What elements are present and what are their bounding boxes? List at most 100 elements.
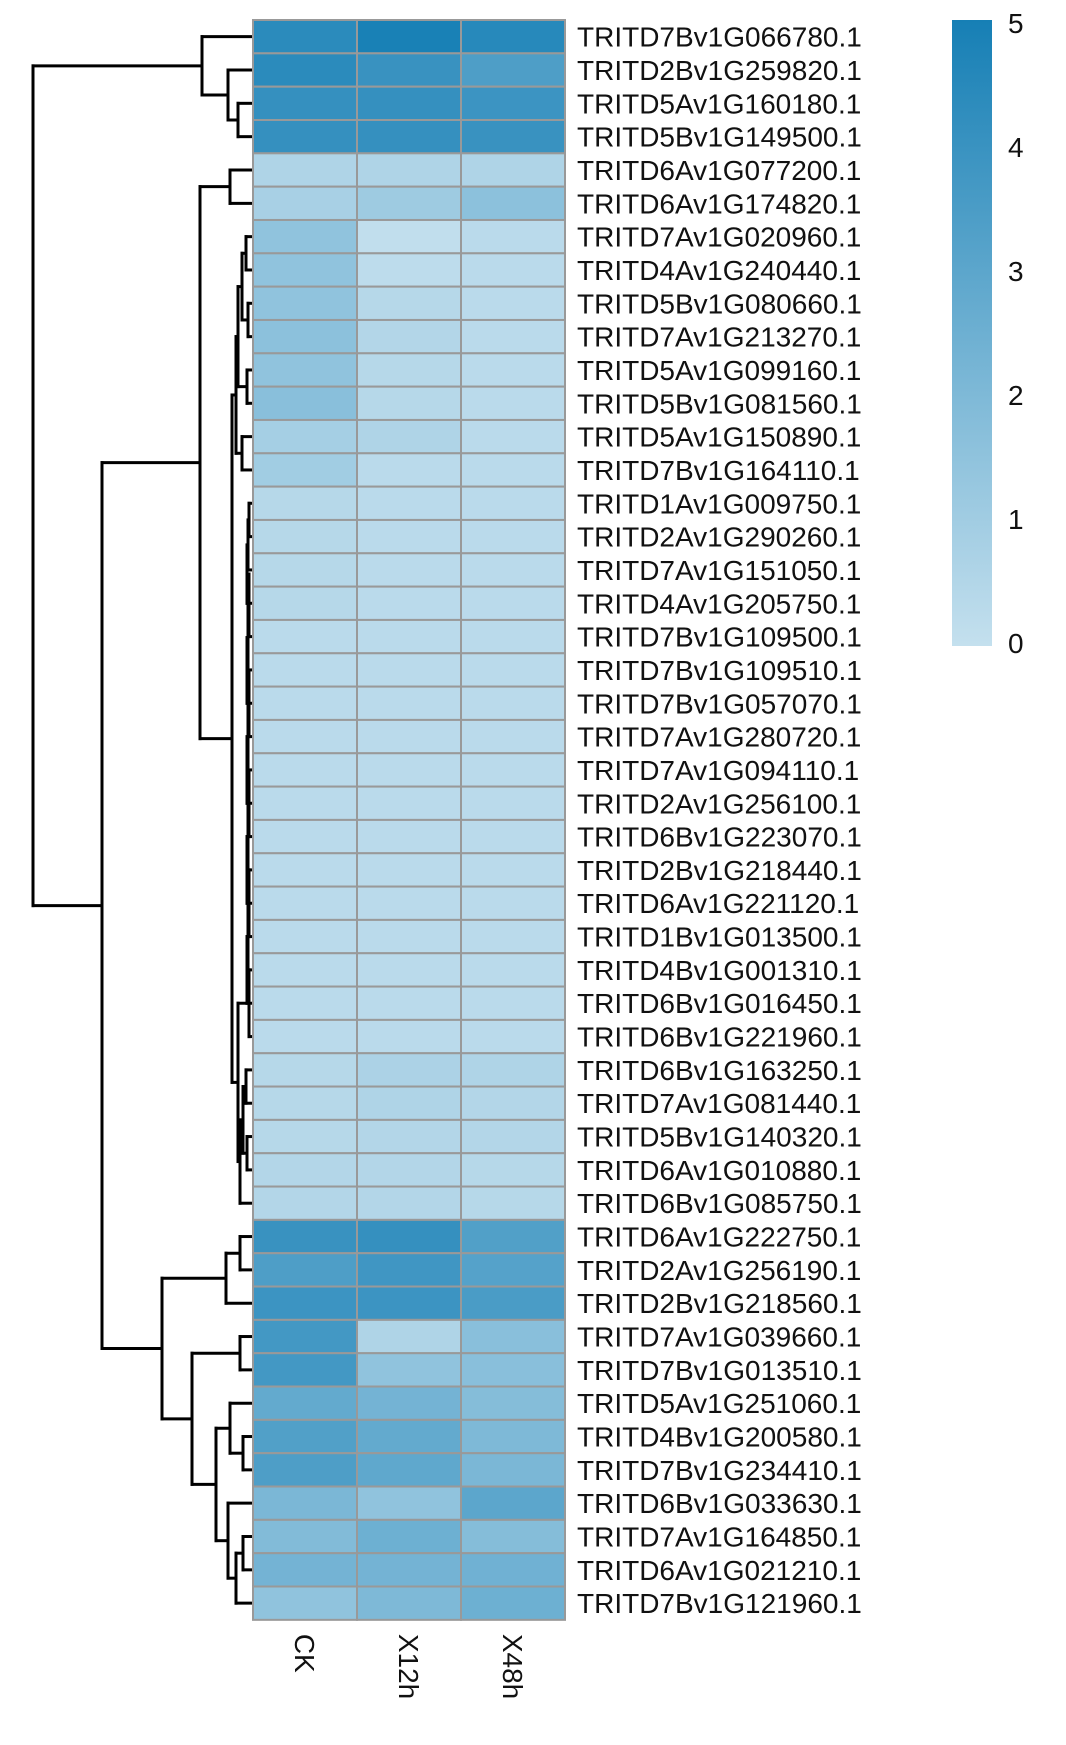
heatmap-cell <box>460 1552 566 1588</box>
heatmap-cell <box>252 1185 358 1221</box>
row-label: TRITD6Av1G021210.1 <box>577 1555 861 1586</box>
heatmap-cell <box>252 885 358 921</box>
heatmap-cell <box>252 252 358 288</box>
row-label: TRITD5Av1G251060.1 <box>577 1388 861 1419</box>
heatmap-cell <box>356 585 462 621</box>
heatmap-cell <box>252 1285 358 1321</box>
heatmap-cell <box>252 718 358 755</box>
heatmap-cell <box>356 1318 462 1355</box>
heatmap-cell <box>460 1185 566 1221</box>
heatmap-cell <box>356 885 462 921</box>
heatmap-cell <box>252 1452 358 1488</box>
heatmap-cell <box>460 985 566 1021</box>
heatmap-cell <box>252 785 358 821</box>
heatmap-cell <box>252 918 358 955</box>
heatmap-cell <box>252 585 358 621</box>
row-label: TRITD5Av1G160180.1 <box>577 88 861 119</box>
heatmap-cell <box>460 85 566 121</box>
row-label: TRITD2Av1G256100.1 <box>577 788 861 819</box>
heatmap-cell <box>460 652 566 688</box>
row-label: TRITD6Av1G077200.1 <box>577 155 861 186</box>
heatmap-cell <box>356 385 462 421</box>
heatmap-cell <box>460 52 566 88</box>
heatmap-cell <box>460 1585 566 1621</box>
heatmap-cell <box>356 618 462 655</box>
heatmap-cell <box>460 785 566 821</box>
heatmap-cell <box>460 352 566 388</box>
heatmap-cell <box>356 185 462 221</box>
heatmap-cell <box>252 518 358 555</box>
heatmap-cell <box>460 1418 566 1455</box>
heatmap-cell <box>252 1485 358 1521</box>
heatmap-cell <box>356 318 462 355</box>
heatmap-cell <box>356 1085 462 1121</box>
row-label: TRITD7Bv1G121960.1 <box>577 1588 862 1619</box>
heatmap-cell <box>460 1452 566 1488</box>
row-label: TRITD5Av1G150890.1 <box>577 422 861 453</box>
heatmap-cell <box>460 1352 566 1388</box>
heatmap-cell <box>460 852 566 888</box>
row-label: TRITD6Bv1G221960.1 <box>577 1022 862 1053</box>
row-label: TRITD4Av1G205750.1 <box>577 588 861 619</box>
heatmap-cell <box>252 618 358 655</box>
heatmap-cell <box>356 1152 462 1188</box>
heatmap-cell <box>460 285 566 321</box>
heatmap-cell <box>252 352 358 388</box>
heatmap-cell <box>460 952 566 988</box>
heatmap-cell <box>356 1585 462 1621</box>
heatmap-cell <box>356 452 462 488</box>
heatmap-cell <box>356 218 462 255</box>
heatmap-cell <box>252 1552 358 1588</box>
row-label: TRITD7Av1G020960.1 <box>577 222 861 253</box>
heatmap-cell <box>252 818 358 855</box>
heatmap-cell <box>252 1385 358 1421</box>
column-label: CK <box>289 1634 320 1673</box>
heatmap-cell <box>252 218 358 255</box>
heatmap-cell <box>356 19 462 55</box>
heatmap-cell <box>252 1518 358 1555</box>
row-label: TRITD7Bv1G013510.1 <box>577 1355 862 1386</box>
color-legend-tick-label: 0 <box>1008 628 1024 659</box>
heatmap-cell <box>356 118 462 155</box>
row-label: TRITD4Bv1G001310.1 <box>577 955 862 986</box>
heatmap-cell <box>460 252 566 288</box>
row-label: TRITD5Bv1G140320.1 <box>577 1122 862 1153</box>
row-label: TRITD2Av1G256190.1 <box>577 1255 861 1286</box>
row-label: TRITD7Av1G280720.1 <box>577 722 861 753</box>
heatmap-cell <box>252 1052 358 1088</box>
column-label: X12h <box>393 1634 424 1699</box>
heatmap-cell <box>252 652 358 688</box>
heatmap-cell <box>252 1118 358 1155</box>
color-legend-tick-label: 2 <box>1008 380 1024 411</box>
row-label: TRITD6Av1G174820.1 <box>577 188 861 219</box>
heatmap-cell <box>460 318 566 355</box>
heatmap-cell <box>460 1118 566 1155</box>
heatmap-cell <box>252 985 358 1021</box>
row-label: TRITD7Bv1G234410.1 <box>577 1455 862 1486</box>
row-label: TRITD1Av1G009750.1 <box>577 488 861 519</box>
heatmap-cell <box>356 785 462 821</box>
row-label: TRITD7Av1G213270.1 <box>577 322 861 353</box>
heatmap-cell <box>356 418 462 455</box>
heatmap-cell <box>356 285 462 321</box>
heatmap-cell <box>460 1285 566 1321</box>
row-label: TRITD1Bv1G013500.1 <box>577 922 862 953</box>
heatmap-cell <box>252 152 358 188</box>
row-label: TRITD7Av1G039660.1 <box>577 1322 861 1353</box>
heatmap-cell <box>460 818 566 855</box>
heatmap-cell <box>356 1252 462 1288</box>
heatmap-cell <box>356 818 462 855</box>
heatmap-cell <box>356 1052 462 1088</box>
heatmap-cells <box>252 19 566 1621</box>
heatmap-cell <box>252 1418 358 1455</box>
heatmap-cell <box>460 1018 566 1055</box>
heatmap-cell <box>356 352 462 388</box>
heatmap-cell <box>252 52 358 88</box>
heatmap-cell <box>356 152 462 188</box>
heatmap-cell <box>252 185 358 221</box>
